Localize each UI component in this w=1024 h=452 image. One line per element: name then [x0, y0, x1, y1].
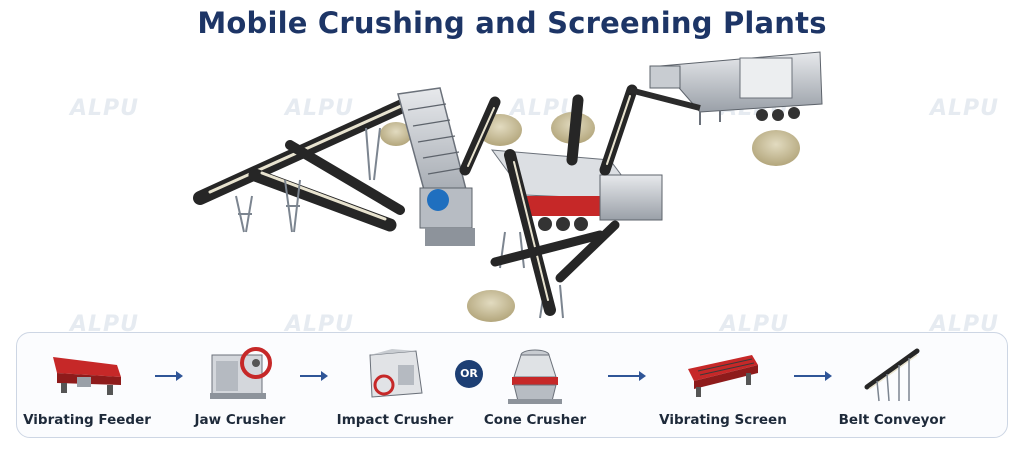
flow-arrow-icon	[794, 371, 832, 381]
conveyor-center	[459, 84, 638, 316]
step-label: Vibrating Screen	[659, 412, 787, 428]
cone-crusher-trailer	[629, 51, 823, 125]
impact-crusher-icon	[369, 349, 423, 398]
step-jaw-crusher: Jaw Crusher	[185, 333, 295, 439]
vibrating-screen-icon	[688, 355, 758, 397]
step-belt-conveyor: Belt Conveyor	[832, 333, 952, 439]
flow-arrow-icon	[608, 371, 646, 381]
step-label: Belt Conveyor	[838, 412, 946, 428]
gravel-pile	[380, 122, 412, 146]
vibrating-feeder-icon	[53, 357, 121, 395]
jaw-crusher-icon	[210, 347, 272, 399]
step-impact-crusher: Impact Crusher	[337, 333, 453, 439]
conveyor-left	[193, 91, 427, 232]
page-title: Mobile Crushing and Screening Plants	[197, 6, 827, 40]
cone-crusher-icon	[508, 349, 562, 404]
step-cone-crusher: Cone Crusher	[479, 333, 591, 439]
or-badge: OR	[455, 360, 483, 388]
brand-watermark: ALPU	[70, 96, 140, 121]
process-flow-panel: Vibrating Feeder Jaw Crusher Impact Crus…	[16, 332, 1008, 438]
step-label: Jaw Crusher	[194, 412, 286, 428]
step-label: Cone Crusher	[483, 412, 587, 428]
brand-watermark: ALPU	[930, 96, 1000, 121]
flow-arrow-icon	[300, 371, 328, 381]
step-vibrating-feeder: Vibrating Feeder	[23, 333, 151, 439]
step-label: Impact Crusher	[336, 412, 454, 428]
flow-arrow-icon	[155, 371, 183, 381]
brand-watermark: ALPU	[285, 96, 355, 121]
jaw-crusher-unit	[397, 87, 475, 246]
gravel-pile	[467, 290, 515, 322]
gravel-pile	[752, 130, 800, 166]
step-label: Vibrating Feeder	[23, 412, 151, 428]
step-vibrating-screen: Vibrating Screen	[657, 333, 789, 439]
belt-conveyor-icon	[864, 348, 920, 402]
mobile-plant-illustration	[193, 51, 823, 322]
